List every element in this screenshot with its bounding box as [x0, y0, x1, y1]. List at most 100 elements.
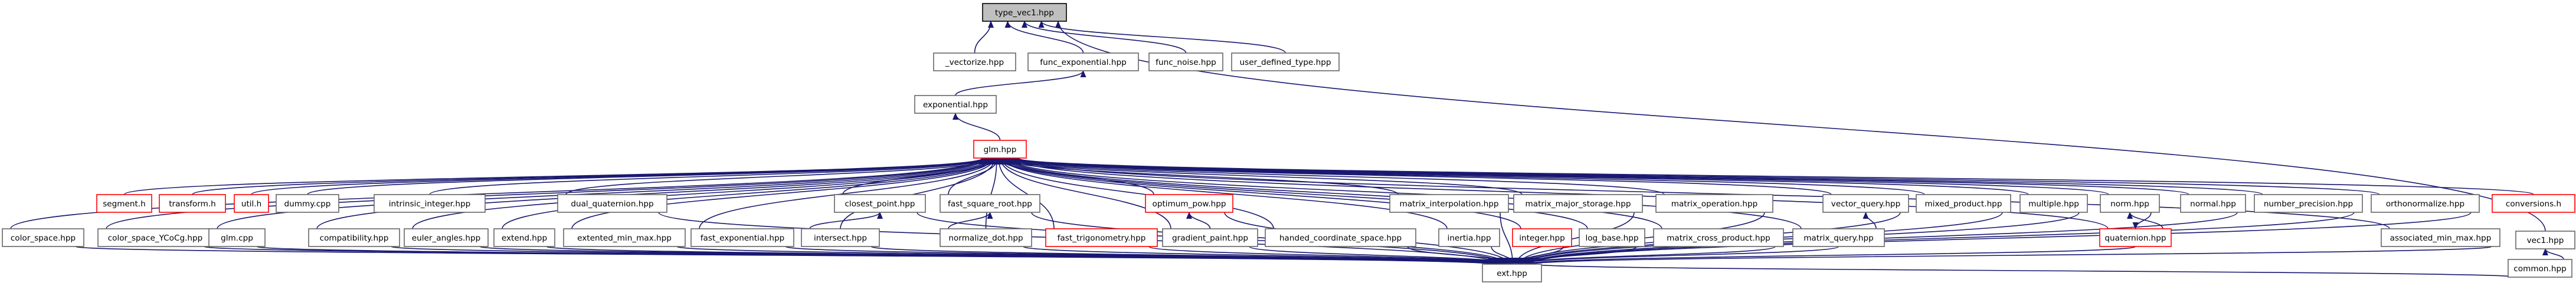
node-label-vec1: vec1.hpp [2527, 236, 2564, 245]
node-box-vector_query [1822, 194, 1909, 213]
node-associated_min_max[interactable]: associated_min_max.hpp [2381, 228, 2500, 247]
node-_vectorize[interactable]: _vectorize.hpp [933, 52, 1016, 71]
node-normal[interactable]: normal.hpp [2180, 194, 2246, 213]
edge-fast_trigonometry-to-ext [1148, 246, 1510, 265]
node-compatibility[interactable]: compatibility.hpp [308, 228, 400, 247]
edge-integer-to-glm [1001, 157, 1521, 229]
node-orthonormalize[interactable]: orthonormalize.hpp [2371, 194, 2480, 213]
node-box-normal [2180, 194, 2246, 213]
node-type_vec1[interactable]: type_vec1.hpp [982, 3, 1067, 22]
node-inertia[interactable]: inertia.hpp [1438, 228, 1500, 247]
node-box-vec1 [2515, 231, 2575, 249]
node-number_precision[interactable]: number_precision.hpp [2254, 194, 2363, 213]
node-func_noise[interactable]: func_noise.hpp [1148, 52, 1223, 71]
node-intrinsic_integer[interactable]: intrinsic_integer.hpp [374, 194, 486, 213]
node-box-norm [2100, 194, 2160, 213]
node-color_space_YCoCg[interactable]: color_space_YCoCg.hpp [97, 228, 213, 247]
node-box-color_space_YCoCg [97, 228, 213, 247]
node-vector_query[interactable]: vector_query.hpp [1822, 194, 1909, 213]
node-dummy[interactable]: dummy.cpp [276, 194, 339, 213]
edge-vector_query-to-glm [1007, 157, 1832, 195]
node-label-norm: norm.hpp [2110, 199, 2149, 209]
edge-extented_min_max-to-glm [571, 157, 996, 229]
node-glm[interactable]: glm.hpp [973, 140, 1027, 159]
node-box-intersect [801, 228, 880, 247]
node-box-intrinsic_integer [374, 194, 486, 213]
node-mixed_product[interactable]: mixed_product.hpp [1916, 194, 2011, 213]
edge-orthonormalize-to-ext [1528, 212, 2472, 265]
node-label-multiple: multiple.hpp [2028, 199, 2079, 209]
node-quaternion[interactable]: quaternion.hpp [2099, 228, 2172, 247]
node-label-extented_min_max: extented_min_max.hpp [577, 234, 672, 243]
node-fast_exponential[interactable]: fast_exponential.hpp [690, 228, 794, 247]
edge-normalize_dot-to-glm [985, 157, 1000, 229]
node-extend[interactable]: extend.hpp [493, 228, 555, 247]
node-box-mixed_product [1916, 194, 2011, 213]
edge-orthonormalize-to-glm [1014, 157, 2380, 195]
node-user_defined_type[interactable]: user_defined_type.hpp [1231, 52, 1340, 71]
node-closest_point[interactable]: closest_point.hpp [834, 194, 926, 213]
node-matrix_cross_product[interactable]: matrix_cross_product.hpp [1653, 228, 1784, 247]
node-optimum_pow[interactable]: optimum_pow.hpp [1145, 194, 1233, 213]
node-color_space[interactable]: color_space.hpp [2, 228, 84, 247]
node-box-matrix_interpolation [1389, 194, 1509, 213]
node-label-common: common.hpp [2513, 264, 2566, 274]
node-func_exponential[interactable]: func_exponential.hpp [1027, 52, 1139, 71]
node-intersect[interactable]: intersect.hpp [801, 228, 880, 247]
node-vec1[interactable]: vec1.hpp [2515, 231, 2575, 249]
node-fast_trigonometry[interactable]: fast_trigonometry.hpp [1045, 228, 1158, 247]
node-label-matrix_interpolation: matrix_interpolation.hpp [1399, 199, 1498, 209]
edge-gradient_paint-to-glm [997, 157, 1171, 229]
edge-fast_exponential-to-glm [699, 157, 997, 229]
edge-multiple-to-glm [1009, 157, 2029, 195]
edge-quaternion-to-norm [2127, 212, 2163, 229]
node-multiple[interactable]: multiple.hpp [2019, 194, 2088, 213]
node-handed_coordinate_space[interactable]: handed_coordinate_space.hpp [1265, 228, 1416, 247]
node-label-util: util.h [241, 199, 261, 209]
edge-matrix_query-to-ext [1518, 246, 1839, 265]
node-box-normalize_dot [940, 228, 1032, 247]
node-exponential[interactable]: exponential.hpp [914, 95, 997, 114]
node-label-vector_query: vector_query.hpp [1831, 199, 1900, 209]
edge-matrix_major_storage-to-ext [1513, 212, 1635, 265]
node-transform[interactable]: transform.h [159, 194, 226, 213]
node-fast_square_root[interactable]: fast_square_root.hpp [940, 194, 1040, 213]
node-box-func_noise [1148, 52, 1223, 71]
node-label-matrix_cross_product: matrix_cross_product.hpp [1667, 234, 1770, 243]
node-box-type_vec1 [982, 3, 1067, 22]
node-label-number_precision: number_precision.hpp [2264, 199, 2353, 209]
edge-intersect-to-glm [840, 157, 998, 229]
node-box-conversions [2492, 194, 2575, 213]
node-segment[interactable]: segment.h [96, 194, 152, 213]
edge-handed_coordinate_space-to-glm [998, 157, 1274, 229]
node-label-closest_point: closest_point.hpp [845, 199, 915, 209]
node-gradient_paint[interactable]: gradient_paint.hpp [1162, 228, 1258, 247]
node-normalize_dot[interactable]: normalize_dot.hpp [940, 228, 1032, 247]
node-label-mixed_product: mixed_product.hpp [1925, 199, 2002, 209]
node-box-transform [159, 194, 226, 213]
node-util[interactable]: util.h [234, 194, 269, 213]
node-label-orthonormalize: orthonormalize.hpp [2386, 199, 2464, 209]
edge-normalize_dot-to-fast_square_root [948, 212, 993, 229]
node-label-color_space_YCoCg: color_space_YCoCg.hpp [108, 234, 203, 243]
node-matrix_operation[interactable]: matrix_operation.hpp [1655, 194, 1773, 213]
node-common[interactable]: common.hpp [2508, 259, 2572, 278]
node-log_base[interactable]: log_base.hpp [1579, 228, 1645, 247]
node-matrix_query[interactable]: matrix_query.hpp [1792, 228, 1885, 247]
node-integer[interactable]: integer.hpp [1512, 228, 1572, 247]
edge-mixed_product-to-glm [1008, 157, 1925, 195]
node-euler_angles[interactable]: euler_angles.hpp [404, 228, 489, 247]
node-matrix_interpolation[interactable]: matrix_interpolation.hpp [1389, 194, 1509, 213]
node-extented_min_max[interactable]: extented_min_max.hpp [563, 228, 686, 247]
node-label-intrinsic_integer: intrinsic_integer.hpp [389, 199, 470, 209]
node-norm[interactable]: norm.hpp [2100, 194, 2160, 213]
node-glm_cpp[interactable]: glm.cpp [208, 228, 266, 247]
node-conversions[interactable]: conversions.h [2492, 194, 2575, 213]
node-ext[interactable]: ext.hpp [1482, 264, 1542, 282]
node-box-ext [1482, 264, 1542, 282]
edge-segment-to-glm [123, 157, 986, 195]
node-box-number_precision [2254, 194, 2363, 213]
node-label-user_defined_type: user_defined_type.hpp [1240, 58, 1331, 67]
node-dual_quaternion[interactable]: dual_quaternion.hpp [557, 194, 667, 213]
node-matrix_major_storage[interactable]: matrix_major_storage.hpp [1513, 194, 1643, 213]
